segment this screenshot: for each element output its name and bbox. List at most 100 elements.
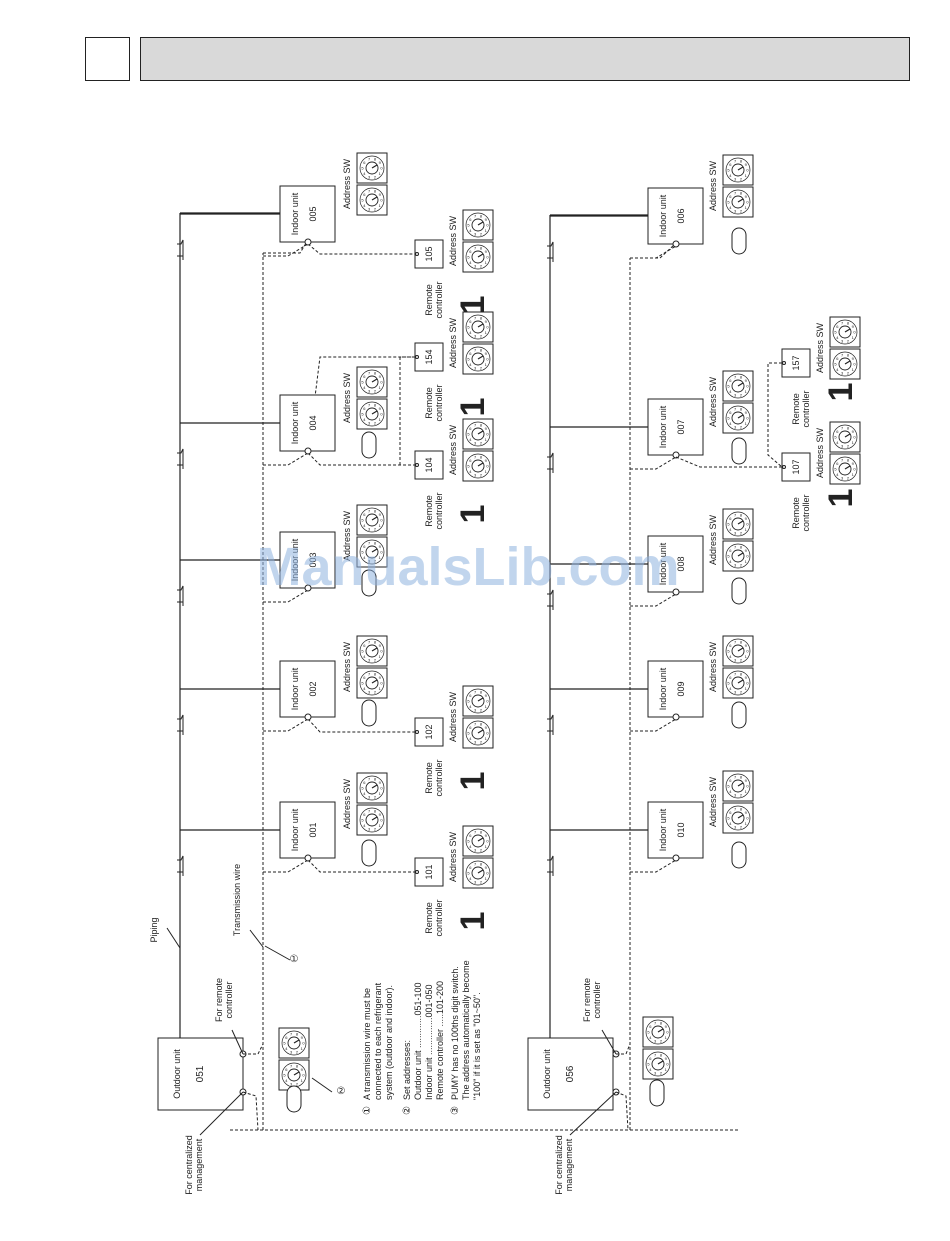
branch-joint [177, 448, 184, 469]
indoor-unit-001-address-group: 001 [308, 822, 318, 837]
switch-tick: 3 [368, 795, 371, 800]
switch-tick: 7 [368, 540, 371, 545]
switch-tick: 8 [847, 457, 850, 462]
switch-tick: 9 [485, 217, 488, 222]
switch-knob [471, 834, 485, 848]
switch-knob [365, 545, 379, 559]
remote-controller-107-label: controller [801, 494, 811, 531]
switch-tick: 2 [740, 209, 743, 214]
switch-dial [281, 1030, 307, 1056]
switch-tick: 2 [480, 366, 483, 371]
switch-tick: 0 [380, 412, 383, 417]
switch-tick: 4 [469, 736, 472, 741]
switch-tick: 7 [734, 512, 737, 517]
switch-tick: 2 [480, 264, 483, 269]
remote-controller-102-address: 102 [424, 724, 434, 739]
remote-digit-154: 1 [454, 398, 492, 417]
indoor-unit-007-title: Indoor unit [658, 405, 668, 448]
switch-tick: 4 [729, 686, 732, 691]
switch-tick: 8 [480, 689, 483, 694]
piping-label: Piping [149, 917, 159, 942]
switch-tick: 4 [363, 523, 366, 528]
switch-tick: 9 [745, 643, 748, 648]
note-2: Outdoor unit .............051-100 [413, 982, 423, 1100]
switch-tick: 7 [474, 829, 477, 834]
note-3: PUMY has no 100ths digit switch. [450, 966, 460, 1100]
switch-tick: 9 [665, 1024, 668, 1029]
switch-tick: 1 [379, 654, 382, 659]
remote-controller-101-terminal [415, 870, 419, 874]
remote-switch-157-label: Address SW [815, 322, 825, 373]
remote-wire [307, 859, 415, 873]
remote-controller-154-address: 154 [424, 349, 434, 364]
switch-tick: 1 [485, 736, 488, 741]
switch-tick: 0 [380, 198, 383, 203]
switch-tick: 0 [380, 786, 383, 791]
remote-switch-157-label-group: Address SW [815, 322, 825, 373]
remote-digit-157: 1 [822, 383, 860, 402]
switch-tick: 1 [379, 823, 382, 828]
switch-tick: 9 [379, 406, 382, 411]
switch-tick: 3 [474, 880, 477, 885]
switch-tick: 5 [467, 432, 470, 437]
switch-tick: 0 [853, 362, 856, 367]
switch-tick: 4 [729, 559, 732, 564]
switch-pointer [371, 196, 378, 201]
switch-tick: 6 [729, 643, 732, 648]
switch-tick: 0 [380, 166, 383, 171]
branch-joint-2 [547, 241, 554, 262]
switch-tick: 3 [368, 658, 371, 663]
switch-knob [287, 1036, 301, 1050]
switch-tick: 4 [363, 823, 366, 828]
switch-dial [725, 805, 751, 831]
switch-pointer [371, 784, 378, 789]
branch-joint-2 [547, 714, 554, 735]
switch-tick: 5 [727, 649, 730, 654]
switch-tick: 9 [745, 516, 748, 521]
switch-dial [725, 373, 751, 399]
switch-tick: 4 [285, 1046, 288, 1051]
switch-tick: 3 [368, 175, 371, 180]
indoor-unit-004-address: 004 [308, 415, 318, 430]
switch-tick: 6 [363, 406, 366, 411]
switch-tick: 4 [469, 260, 472, 265]
switch-tick: 5 [727, 168, 730, 173]
switch-tick: 8 [480, 315, 483, 320]
switch-knob [471, 250, 485, 264]
indoor-unit-007 [647, 398, 704, 456]
outdoor-2-central-wire [615, 1091, 629, 1131]
switch-dial [725, 189, 751, 215]
switch-dial [359, 369, 385, 395]
remote-controller-105-label: Remote [424, 284, 434, 316]
note-2-marker-group: ② [402, 1106, 413, 1115]
switch-knob [365, 161, 379, 175]
switch-tick: 6 [729, 516, 732, 521]
switch-tick: 0 [746, 168, 749, 173]
remote-digit-101: 1 [454, 912, 492, 931]
branch-joint-2 [547, 589, 554, 610]
switch-tick: 3 [368, 690, 371, 695]
switch-tick: 2 [480, 848, 483, 853]
switch-tick: 7 [734, 190, 737, 195]
indoor-unit-003-address-group: 003 [308, 552, 318, 567]
switch-tick: 6 [469, 725, 472, 730]
switch-tick: 9 [485, 351, 488, 356]
outdoor-2-to-wire [616, 1043, 631, 1055]
switch-pointer [737, 520, 744, 525]
switch-pointer [737, 414, 744, 419]
indoor-switch-001-label: Address SW [342, 778, 352, 829]
switch-tick: 3 [734, 793, 737, 798]
switch-tick: 1 [485, 260, 488, 265]
transmission-drop [263, 589, 309, 603]
switch-tick: 0 [746, 522, 749, 527]
switch-tick: 7 [368, 776, 371, 781]
switch-knob [471, 694, 485, 708]
switch-tick: 7 [841, 425, 844, 430]
switch-pointer [737, 814, 744, 819]
